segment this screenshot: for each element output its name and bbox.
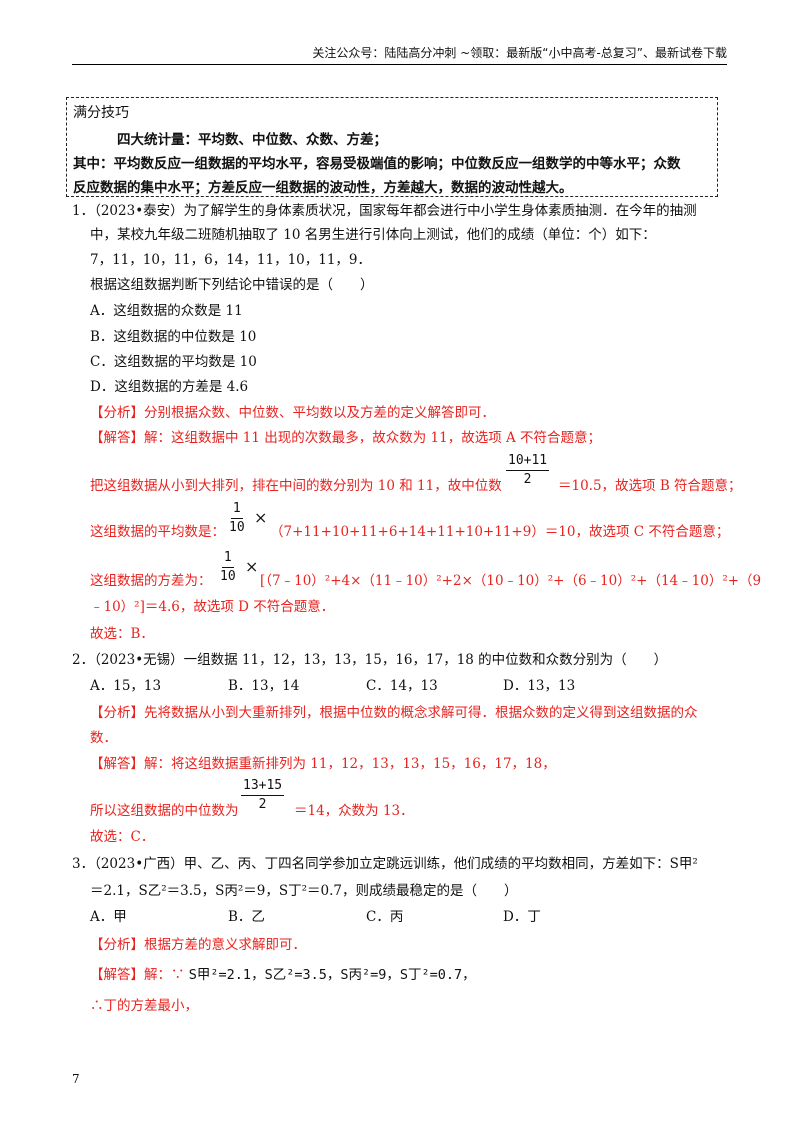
q1-analysis-tag: 【分析】 xyxy=(90,405,144,421)
q2-analysis-tag: 【分析】 xyxy=(90,705,144,721)
q1-option-a: A．这组数据的众数是 11 xyxy=(90,303,243,319)
q2-median-numerator: 13+15 xyxy=(241,777,285,796)
q1-mean-fraction: 1 10 xyxy=(229,500,245,537)
q3-option-d: D．丁 xyxy=(503,909,541,925)
q1-line-4: 根据这组数据判断下列结论中错误的是（ ） xyxy=(90,277,374,293)
q2-option-a: A．15，13 xyxy=(90,678,162,694)
q1-option-b: B．这组数据的中位数是 10 xyxy=(90,329,257,345)
tips-line-1: 四大统计量：平均数、中位数、众数、方差； xyxy=(117,132,387,148)
q1-answer-line-1: 【解答】解：这组数据中 11 出现的次数最多，故众数为 11，故选项 A 不符合… xyxy=(90,428,601,448)
q1-answer-line-3b: （7+11+10+11+6+14+11+10+11+9）＝10，故选项 C 不符… xyxy=(270,524,730,540)
q3-analysis-tag: 【分析】 xyxy=(90,937,144,953)
q1-answer-line-4c: ﹣10）²]＝4.6，故选项 D 不符合题意． xyxy=(90,599,335,615)
q1-mean-times-sign: × xyxy=(254,508,268,527)
q1-variance-denominator: 10 xyxy=(220,569,236,584)
q3-answer-line-2: ∴丁的方差最小， xyxy=(90,998,198,1014)
q3-analysis-text: 根据方差的意义求解即可． xyxy=(144,937,306,953)
q2-median-fraction: 13+15 2 xyxy=(241,777,285,814)
q3-line-1: 3．（2023•广西）甲、乙、丙、丁四名同学参加立定跳远训练，他们成绩的平均数相… xyxy=(72,856,698,872)
q1-option-d: D．这组数据的方差是 4.6 xyxy=(90,379,249,395)
q2-answer-tag: 【解答】 xyxy=(90,756,144,772)
q1-analysis: 【分析】分别根据众数、中位数、平均数以及方差的定义解答即可． xyxy=(90,403,495,423)
q1-option-c: C．这组数据的平均数是 10 xyxy=(90,354,257,370)
q1-answer-line-2a: 把这组数据从小到大排列，排在中间的数分别为 10 和 11，故中位数 xyxy=(90,478,502,494)
q2-option-d: D．13，13 xyxy=(503,678,576,694)
q1-answer-tag: 【解答】 xyxy=(90,430,144,446)
q1-answer-line-2b: ＝10.5，故选项 B 符合题意； xyxy=(558,478,742,494)
q3-option-a: A．甲 xyxy=(90,909,127,925)
q2-line-1: 2．（2023•无锡）一组数据 11，12，13，13，15，16，17，18 … xyxy=(72,652,668,668)
q2-choice: 故选：C． xyxy=(90,829,155,845)
q2-analysis-line-1: 【分析】先将数据从小到大重新排列，根据中位数的概念求解可得．根据众数的定义得到这… xyxy=(90,703,698,723)
q3-answer-tag: 【解答】 xyxy=(90,967,144,983)
q1-variance-times-sign: × xyxy=(245,557,259,576)
q2-answer-line-2b: ＝14，众数为 13． xyxy=(294,803,414,819)
q3-analysis: 【分析】根据方差的意义求解即可． xyxy=(90,935,306,955)
q1-median-numerator: 10+11 xyxy=(506,452,550,471)
q1-median-denominator: 2 xyxy=(523,472,532,487)
q3-option-b: B．乙 xyxy=(228,909,265,925)
q2-option-b: B．13，14 xyxy=(228,678,300,694)
q3-option-c: C．丙 xyxy=(366,909,404,925)
q1-answer-line-4b: [（7﹣10）²+4×（11﹣10）²+2×（10﹣10）²+（6﹣10）²+（… xyxy=(260,573,762,589)
q1-line-3: 7，11，10，11，6，14，11，10，11，9． xyxy=(90,252,372,268)
q3-answer-text-1a: 解：∵ xyxy=(144,967,185,983)
q1-answer-line-3a: 这组数据的平均数是： xyxy=(90,524,225,540)
tips-box: 满分技巧 四大统计量：平均数、中位数、众数、方差； 其中：平均数反应一组数据的平… xyxy=(66,97,718,197)
page-header: 关注公众号：陆陆高分冲刺 ~领取：最新版“小中高考-总复习”、最新试卷下载 xyxy=(72,44,727,65)
tips-title: 满分技巧 xyxy=(73,105,129,121)
q2-median-denominator: 2 xyxy=(258,797,267,812)
q1-answer-text-1: 解：这组数据中 11 出现的次数最多，故众数为 11，故选项 A 不符合题意； xyxy=(144,430,602,446)
q2-analysis-line-2: 数． xyxy=(90,730,117,746)
q2-option-c: C．14，13 xyxy=(366,678,438,694)
page-number: 7 xyxy=(72,1072,80,1086)
q2-analysis-text-1: 先将数据从小到大重新排列，根据中位数的概念求解可得．根据众数的定义得到这组数据的… xyxy=(144,705,698,721)
tips-line-2: 其中：平均数反应一组数据的平均水平，容易受极端值的影响；中位数反应一组数学的中等… xyxy=(73,156,681,172)
q1-line-2: 中，某校九年级二班随机抽取了 10 名男生进行引体向上测试，他们的成绩（单位：个… xyxy=(90,227,656,243)
q2-answer-line-1: 【解答】解：将这组数据重新排列为 11，12，13，13，15，16，17，18… xyxy=(90,754,556,774)
q1-variance-numerator: 1 xyxy=(221,549,234,568)
q1-analysis-text: 分别根据众数、中位数、平均数以及方差的定义解答即可． xyxy=(144,405,495,421)
q2-answer-line-2a: 所以这组数据的中位数为 xyxy=(90,803,239,819)
q1-mean-denominator: 10 xyxy=(229,520,245,535)
q3-line-2: ＝2.1，S乙²＝3.5，S丙²＝9，S丁²＝0.7，则成绩最稳定的是（ ） xyxy=(90,883,518,899)
q1-variance-fraction: 1 10 xyxy=(220,549,236,586)
tips-line-3: 反应数据的集中水平；方差反应一组数据的波动性，方差越大，数据的波动性越大。 xyxy=(73,180,573,196)
q1-answer-line-4a: 这组数据的方差为： xyxy=(90,573,212,589)
q3-variance-values: S甲²=2.1，S乙²=3.5，S丙²=9，S丁²=0.7， xyxy=(188,967,476,983)
q2-answer-text-1: 解：将这组数据重新排列为 11，12，13，13，15，16，17，18， xyxy=(144,756,556,772)
q1-line-1: 1．（2023•泰安）为了解学生的身体素质状况，国家每年都会进行中小学生身体素质… xyxy=(72,203,697,219)
q1-median-fraction: 10+11 2 xyxy=(506,452,550,489)
q1-choice: 故选：B． xyxy=(90,626,154,642)
q3-answer-line-1: 【解答】解：∵ S甲²=2.1，S乙²=3.5，S丙²=9，S丁²=0.7， xyxy=(90,965,476,985)
q1-mean-numerator: 1 xyxy=(230,500,243,519)
